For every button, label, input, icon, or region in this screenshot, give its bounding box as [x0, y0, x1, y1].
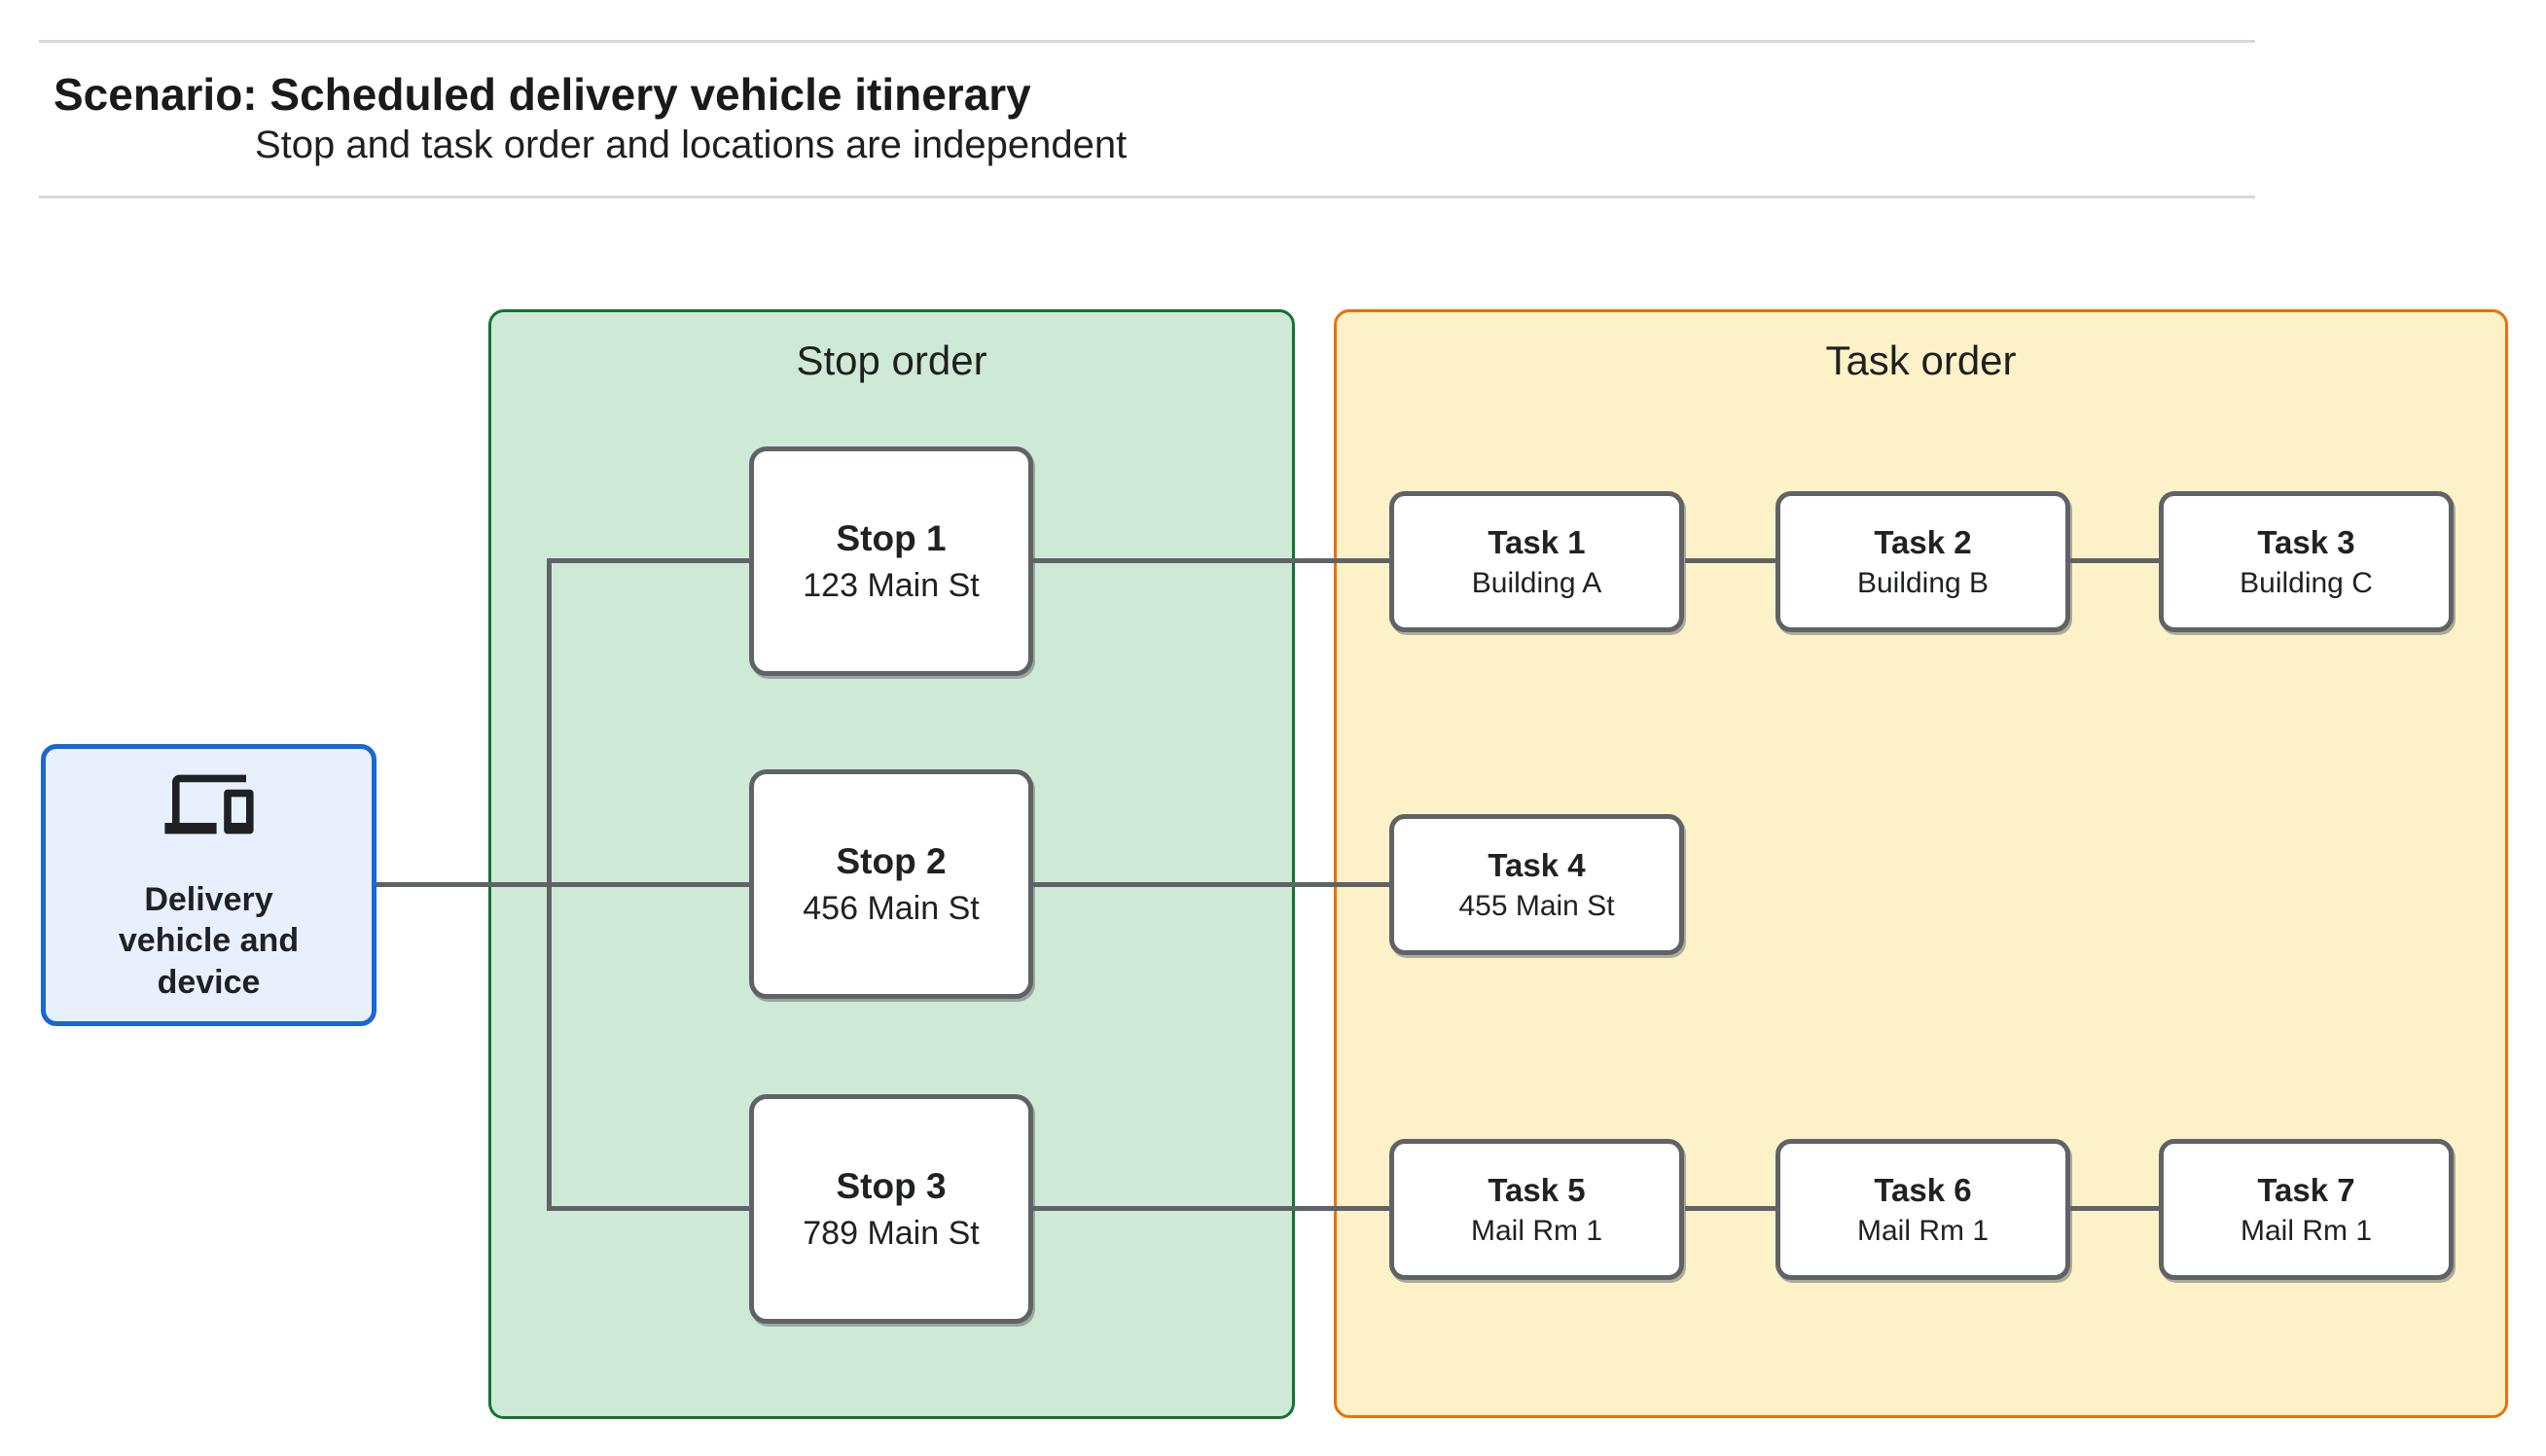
edge-stop3-to-task5	[1033, 1206, 1389, 1211]
header-rule-bottom	[39, 195, 2255, 198]
task-3-node: Task 3 Building C	[2159, 491, 2454, 632]
edge-trunk-to-stop1	[547, 558, 749, 563]
task-7-location: Mail Rm 1	[2240, 1214, 2372, 1247]
stop-3-node: Stop 3 789 Main St	[749, 1094, 1033, 1324]
task-3-title: Task 3	[2257, 523, 2355, 560]
edge-vehicle-to-stop2	[377, 882, 749, 887]
task-6-title: Task 6	[1874, 1171, 1972, 1208]
task-1-location: Building A	[1471, 566, 1602, 599]
task-4-location: 455 Main St	[1458, 889, 1615, 922]
edge-trunk-to-stop3	[547, 1206, 749, 1211]
delivery-vehicle-node: Delivery vehicle and device	[41, 744, 377, 1026]
stop-order-panel-title: Stop order	[796, 337, 987, 383]
task-1-title: Task 1	[1488, 523, 1586, 560]
header-rule-top	[39, 40, 2255, 43]
task-5-node: Task 5 Mail Rm 1	[1389, 1139, 1684, 1280]
task-1-node: Task 1 Building A	[1389, 491, 1684, 632]
edge-stop-trunk	[547, 558, 552, 1211]
page-title: Scenario: Scheduled delivery vehicle iti…	[54, 69, 1031, 120]
task-7-node: Task 7 Mail Rm 1	[2159, 1139, 2454, 1280]
stop-2-node: Stop 2 456 Main St	[749, 769, 1033, 999]
edge-stop1-to-task1	[1033, 558, 1389, 563]
stop-1-location: 123 Main St	[803, 566, 980, 604]
stop-3-location: 789 Main St	[803, 1214, 980, 1252]
task-2-title: Task 2	[1874, 523, 1972, 560]
task-7-title: Task 7	[2257, 1171, 2355, 1208]
edge-task5-to-task6	[1685, 1206, 1775, 1211]
stop-2-location: 456 Main St	[803, 889, 980, 927]
task-4-node: Task 4 455 Main St	[1389, 814, 1684, 955]
stop-2-title: Stop 2	[836, 840, 947, 881]
stop-1-node: Stop 1 123 Main St	[749, 446, 1033, 676]
page-subtitle: Stop and task order and locations are in…	[255, 124, 1128, 166]
task-2-node: Task 2 Building B	[1775, 491, 2070, 632]
task-6-location: Mail Rm 1	[1856, 1214, 1989, 1247]
task-5-title: Task 5	[1488, 1171, 1586, 1208]
edge-stop2-to-task4	[1033, 882, 1389, 887]
delivery-vehicle-label: Delivery vehicle and device	[118, 880, 300, 1001]
task-order-panel-title: Task order	[1825, 337, 2017, 383]
task-4-title: Task 4	[1488, 846, 1586, 883]
edge-task2-to-task3	[2069, 558, 2159, 563]
task-2-location: Building B	[1856, 566, 1990, 599]
stop-3-title: Stop 3	[836, 1165, 947, 1206]
task-6-node: Task 6 Mail Rm 1	[1775, 1139, 2070, 1280]
task-3-location: Building C	[2240, 566, 2373, 599]
task-5-location: Mail Rm 1	[1470, 1214, 1602, 1247]
edge-task1-to-task2	[1685, 558, 1775, 563]
stop-1-title: Stop 1	[836, 517, 947, 558]
devices-icon	[163, 767, 254, 846]
edge-task6-to-task7	[2069, 1206, 2159, 1211]
